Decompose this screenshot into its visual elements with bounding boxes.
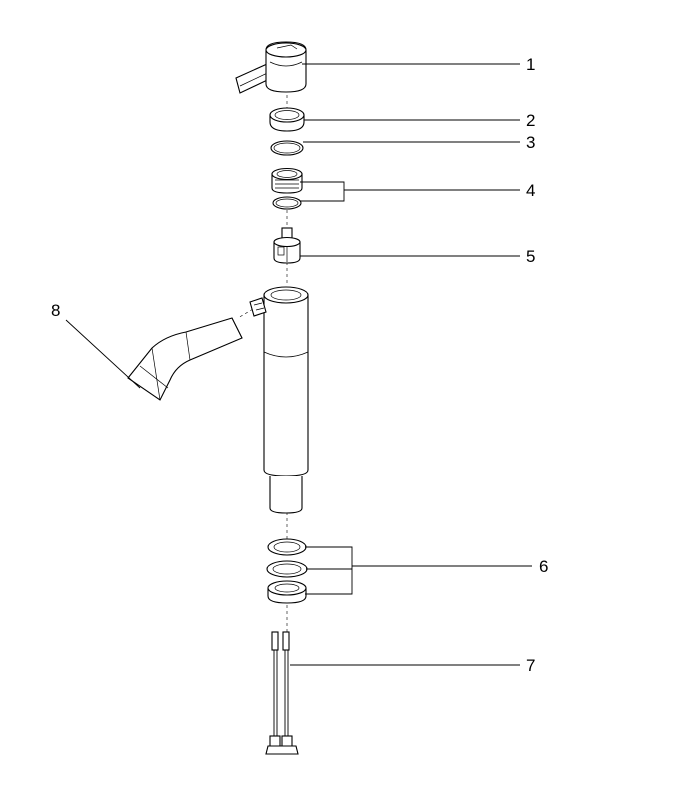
part-cover-cap xyxy=(269,107,305,132)
part-body xyxy=(249,286,309,514)
callout-number: 8 xyxy=(51,301,60,320)
leader-lines xyxy=(65,63,532,666)
callout-number: 7 xyxy=(526,656,535,675)
part-o-ring xyxy=(270,140,304,156)
callout-number: 4 xyxy=(526,181,535,200)
callout-number: 6 xyxy=(539,557,548,576)
callout-number: 5 xyxy=(526,247,535,266)
part-mounting-set xyxy=(266,538,308,604)
callout-number: 2 xyxy=(526,111,535,130)
spout-axis xyxy=(237,305,259,319)
part-supply-hoses xyxy=(265,631,299,755)
part-handle xyxy=(235,41,307,94)
part-adapter xyxy=(271,167,303,210)
callout-number: 3 xyxy=(526,133,535,152)
part-cartridge xyxy=(273,227,301,264)
callout-number: 1 xyxy=(526,55,535,74)
part-spout xyxy=(127,317,243,401)
